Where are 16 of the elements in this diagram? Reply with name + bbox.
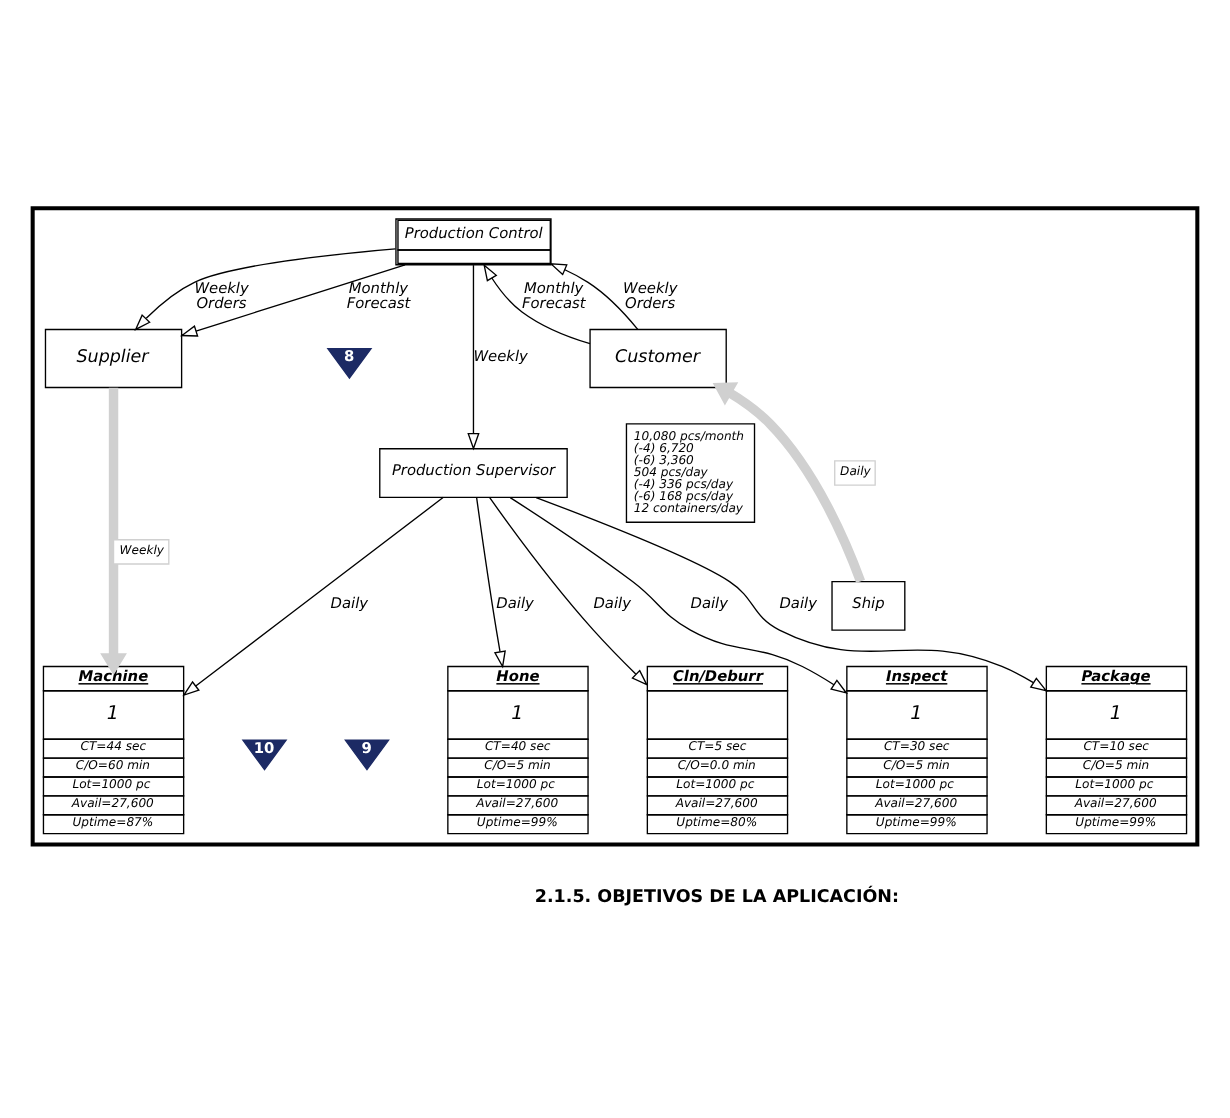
node-box: Customer: [589, 327, 727, 388]
label: 2.1.5. OBJETIVOS DE LA APLICACIÓN:: [534, 886, 899, 907]
arrow: [182, 495, 445, 696]
arrow: [488, 495, 649, 686]
arrow: [467, 263, 480, 450]
arrow: [549, 262, 639, 330]
arrow: [100, 386, 127, 675]
arrow: [179, 263, 406, 336]
arrow: [483, 262, 591, 344]
arrow: [475, 496, 506, 668]
arrow: [509, 495, 849, 694]
arrow: [712, 381, 865, 583]
arrow: [535, 495, 1048, 691]
arrow: [134, 247, 397, 330]
cluster: [30, 205, 1200, 846]
node-box: Supplier: [44, 327, 183, 388]
